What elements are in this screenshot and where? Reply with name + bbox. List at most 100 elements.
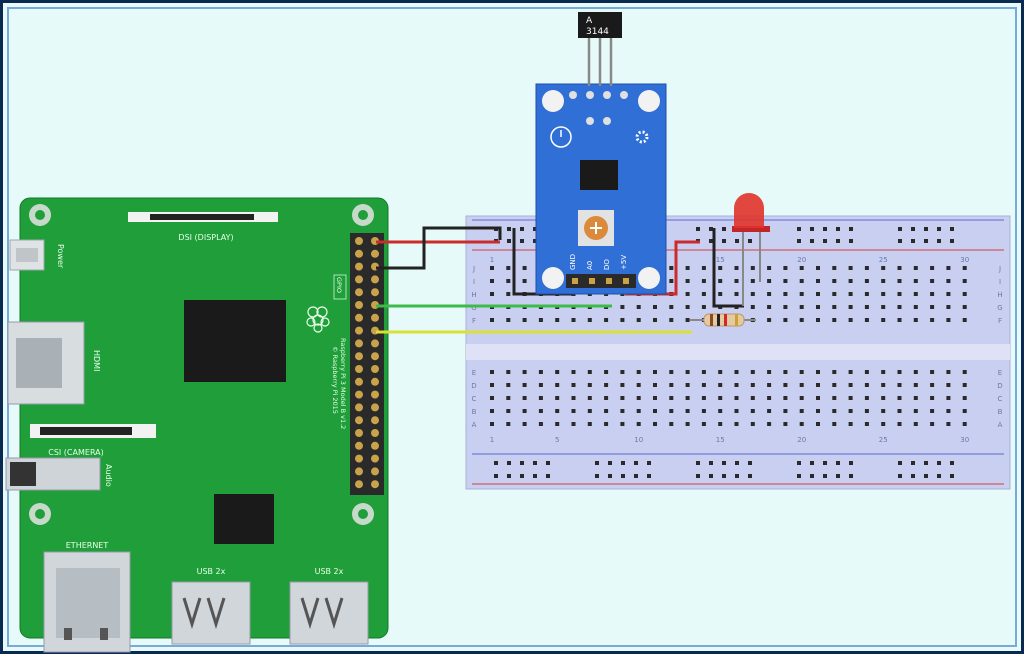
gpio-pin <box>371 339 379 348</box>
terminal-hole <box>962 396 967 400</box>
terminal-hole <box>653 409 657 413</box>
terminal-hole <box>685 396 690 400</box>
rail-hole <box>507 461 511 465</box>
terminal-hole <box>718 409 723 413</box>
module-mount-hole <box>542 90 564 112</box>
rail-hole <box>810 461 814 465</box>
terminal-hole <box>946 266 951 270</box>
terminal-hole <box>848 305 853 309</box>
rail-hole <box>709 461 713 465</box>
rail-hole <box>735 239 739 243</box>
gpio-pin <box>371 365 379 373</box>
rail-hole <box>507 239 511 243</box>
terminal-hole <box>653 318 657 322</box>
row-letter: F <box>998 317 1002 325</box>
terminal-hole <box>620 370 625 374</box>
terminal-hole <box>734 409 739 413</box>
terminal-hole <box>799 305 804 309</box>
terminal-hole <box>816 422 820 426</box>
rail-hole <box>898 474 902 478</box>
rail-hole <box>836 227 840 231</box>
terminal-hole <box>669 422 674 426</box>
gpio-pin <box>371 390 379 399</box>
terminal-hole <box>946 396 951 400</box>
gpio-pin <box>355 275 363 284</box>
terminal-hole <box>783 305 788 309</box>
row-letter: A <box>998 421 1003 429</box>
module-mount-hole <box>638 90 660 112</box>
rail-hole <box>823 227 827 231</box>
terminal-hole <box>930 292 935 296</box>
rail-hole <box>898 227 902 231</box>
terminal-hole <box>962 305 967 309</box>
terminal-hole <box>897 422 902 426</box>
usb-port-1 <box>171 581 251 645</box>
rail-hole <box>836 474 840 478</box>
terminal-hole <box>587 422 592 426</box>
terminal-hole <box>767 318 772 322</box>
terminal-hole <box>604 422 609 426</box>
resistor <box>690 313 756 327</box>
sensor-chip-line1: A <box>586 16 593 26</box>
gpio-pin <box>371 275 379 284</box>
rail-hole <box>937 461 941 465</box>
terminal-hole <box>832 409 837 413</box>
gpio-pin <box>371 352 379 361</box>
terminal-hole <box>799 266 804 270</box>
dsi-label: DSI (DISPLAY) <box>178 233 233 242</box>
rail-hole <box>494 461 498 465</box>
terminal-hole <box>816 409 820 413</box>
terminal-hole <box>897 279 902 283</box>
terminal-hole <box>783 318 788 322</box>
terminal-hole <box>669 370 674 374</box>
hall-sensor-chip: A 3144 <box>578 12 622 86</box>
rail-hole <box>924 461 928 465</box>
terminal-hole <box>538 383 543 387</box>
module-pin <box>623 278 629 284</box>
terminal-hole <box>718 422 723 426</box>
rail-hole <box>950 239 954 243</box>
rail-hole <box>533 239 537 243</box>
terminal-hole <box>587 370 592 374</box>
gpio-pin <box>371 313 379 322</box>
terminal-hole <box>587 396 592 400</box>
column-number: 20 <box>797 256 806 264</box>
terminal-hole <box>864 383 869 387</box>
terminal-hole <box>653 305 657 309</box>
terminal-hole <box>816 279 820 283</box>
terminal-hole <box>506 383 511 387</box>
terminal-hole <box>864 396 869 400</box>
rail-hole <box>735 474 739 478</box>
terminal-hole <box>930 318 935 322</box>
module-pins <box>572 278 629 284</box>
rail-hole <box>911 227 915 231</box>
column-number: 20 <box>797 436 806 444</box>
terminal-hole <box>832 383 837 387</box>
terminal-hole <box>653 422 657 426</box>
terminal-hole <box>832 318 837 322</box>
terminal-hole <box>913 318 918 322</box>
rail-hole <box>634 461 638 465</box>
terminal-hole <box>734 396 739 400</box>
terminal-hole <box>897 409 902 413</box>
power-label: Power <box>56 244 65 269</box>
terminal-hole <box>946 422 951 426</box>
terminal-hole <box>669 279 674 283</box>
terminal-hole <box>587 318 592 322</box>
terminal-hole <box>620 422 625 426</box>
rail-hole <box>797 474 801 478</box>
terminal-hole <box>701 266 706 270</box>
terminal-hole <box>864 305 869 309</box>
rail-hole <box>748 461 752 465</box>
terminal-hole <box>767 305 772 309</box>
rail-hole <box>595 474 599 478</box>
hdmi-label: HDMI <box>92 350 101 371</box>
usb1-label: USB 2x <box>197 567 226 576</box>
rail-hole <box>810 474 814 478</box>
terminal-hole <box>930 383 935 387</box>
terminal-hole <box>799 292 804 296</box>
gpio-pin <box>355 365 363 373</box>
model-label: Raspberry Pi 3 Model B v1.2 <box>339 338 347 429</box>
terminal-hole <box>571 422 576 426</box>
comparator-chip <box>580 160 618 190</box>
